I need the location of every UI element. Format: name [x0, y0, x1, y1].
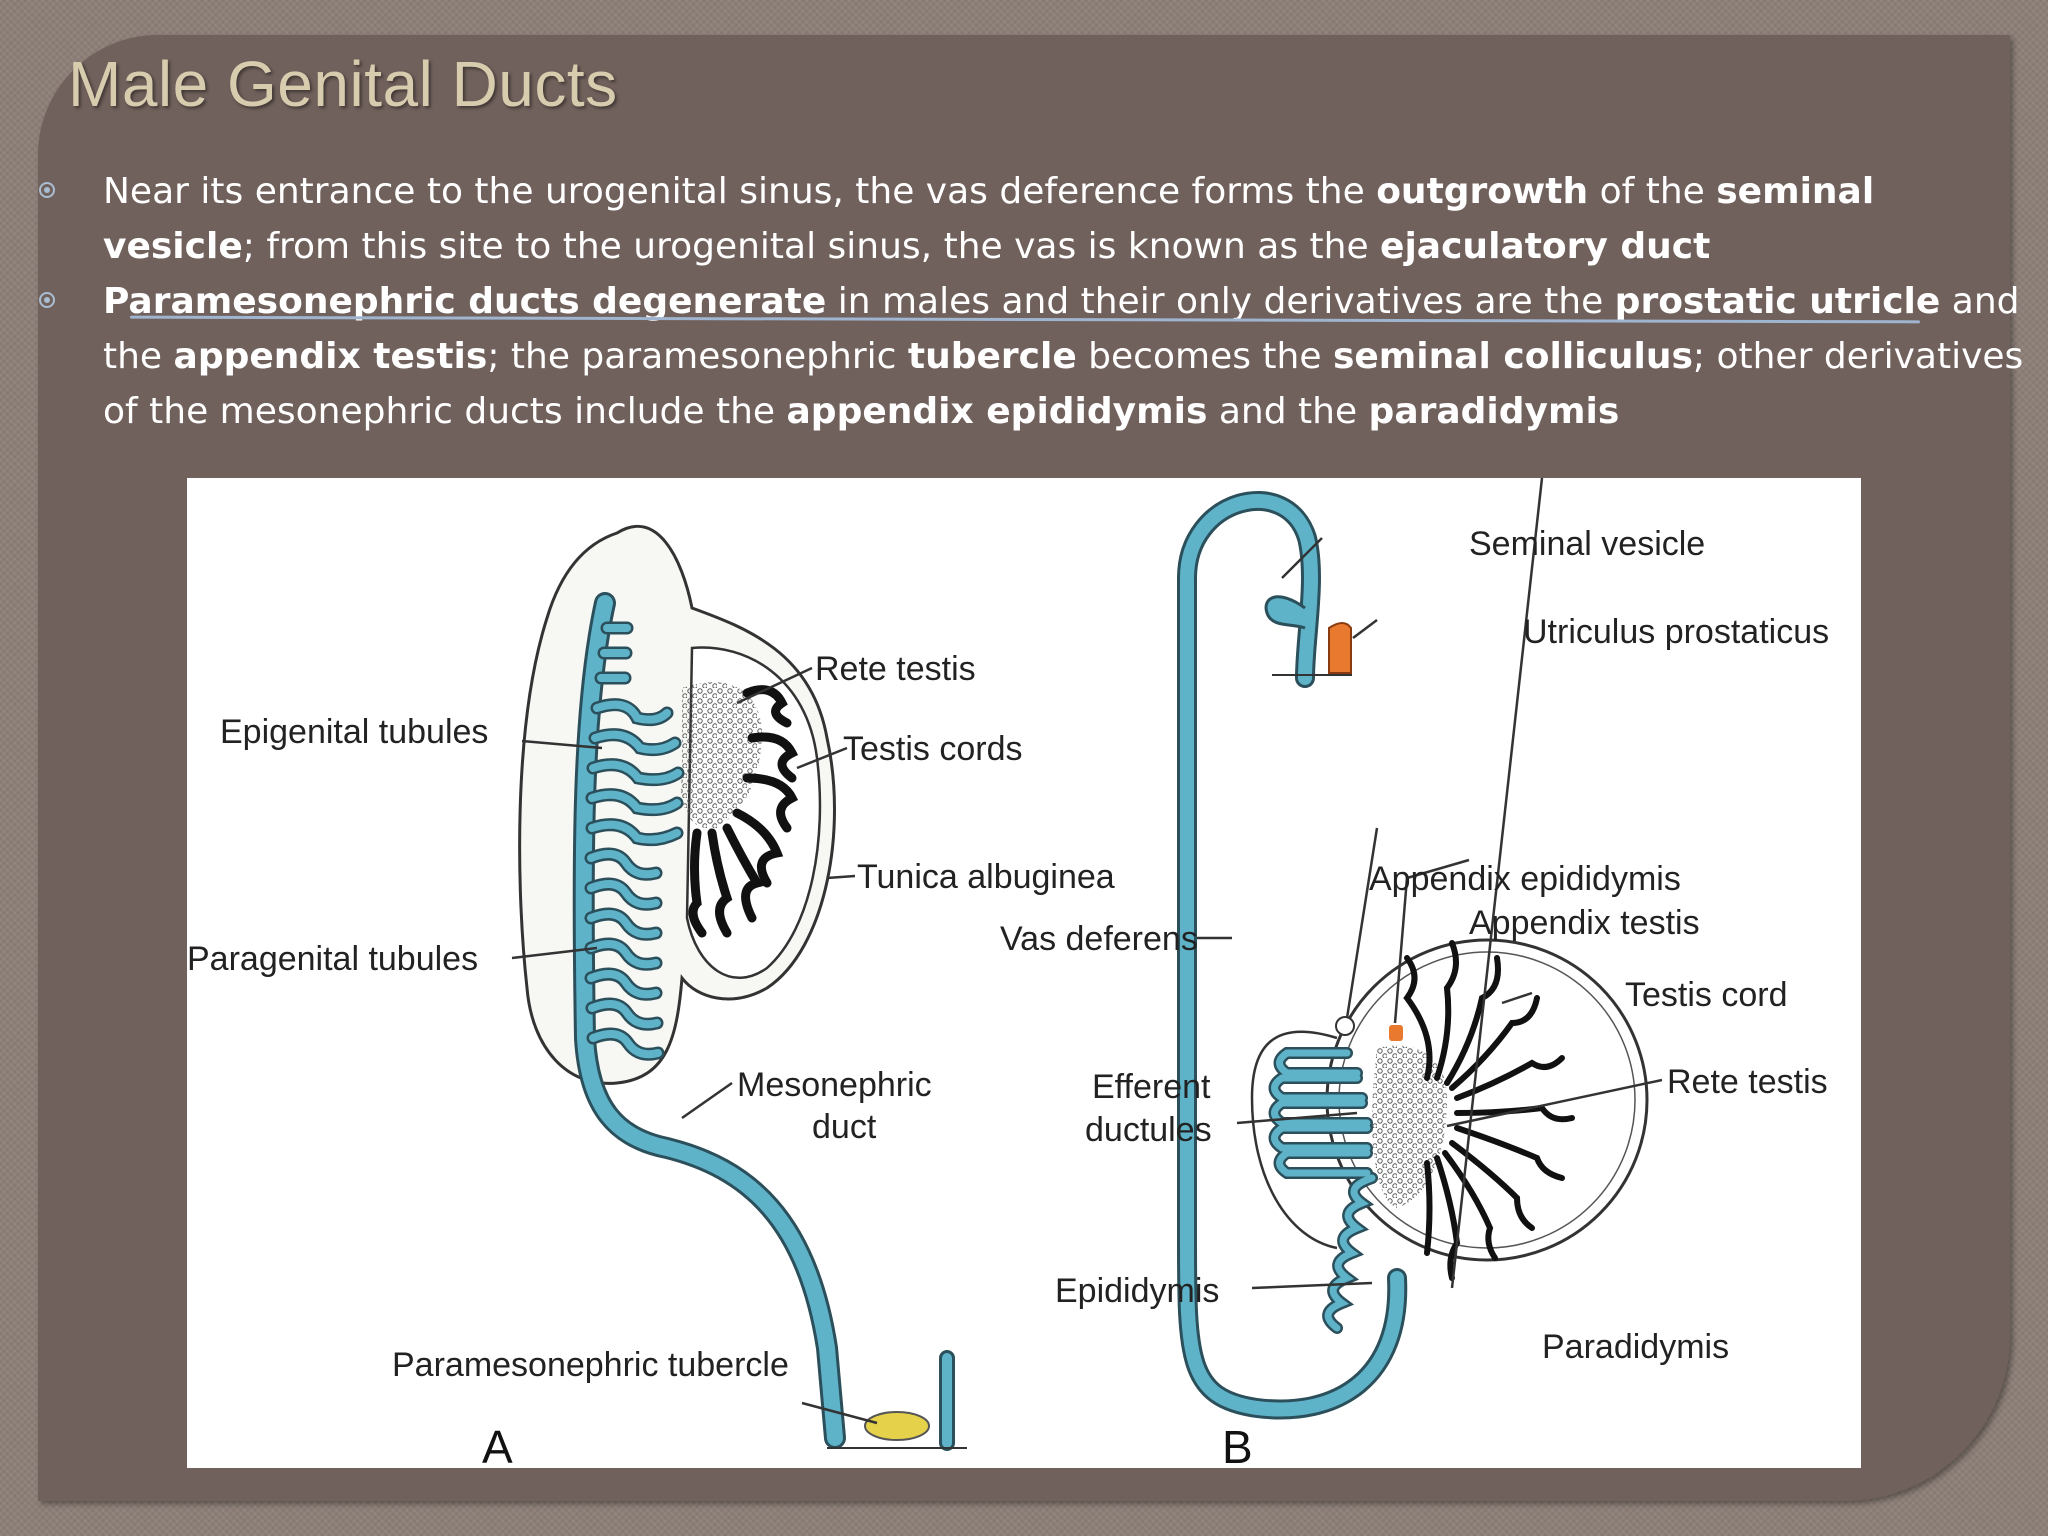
bullet-circle-icon [39, 292, 55, 308]
seminal-vesicle [1264, 595, 1306, 630]
text-run: becomes the [1076, 336, 1333, 377]
text-run: and [1940, 281, 2020, 322]
label-appendix-testis: Appendix testis [1469, 904, 1700, 942]
text-run: of the [1588, 171, 1717, 212]
label-vas-deferens: Vas deferens [1000, 920, 1198, 958]
bullet-line: Paramesonephric ducts degenerate in male… [103, 274, 2019, 329]
label-epididymis: Epididymis [1055, 1272, 1219, 1310]
label-rete-testis-b: Rete testis [1667, 1063, 1828, 1101]
bullet-circle-icon [39, 182, 55, 198]
panel-b-drawing [1177, 478, 1663, 1420]
slide-title: Male Genital Ducts [68, 48, 618, 120]
mesonephric-tubules [587, 624, 682, 1059]
label-paradidymis: Paradidymis [1542, 1328, 1729, 1366]
label-epigenital-tubules: Epigenital tubules [220, 713, 488, 751]
label-duct: duct [812, 1108, 877, 1146]
label-seminal-vesicle: Seminal vesicle [1469, 525, 1705, 563]
text-run: ; the paramesonephric [487, 336, 908, 377]
bold-term: outgrowth [1376, 171, 1589, 212]
appendix-epididymis-b [1335, 1016, 1355, 1036]
testis-cords-b [1403, 940, 1575, 1281]
text-run: ; other derivatives [1692, 336, 2024, 377]
text-run: and the [1207, 391, 1369, 432]
bullet-line: Near its entrance to the urogenital sinu… [103, 164, 2013, 219]
text-run: the [103, 336, 174, 377]
paramesonephric-tubercle [864, 1411, 930, 1441]
panel-a-drawing [511, 525, 967, 1451]
label-utriculus-prostaticus: Utriculus prostaticus [1523, 613, 1829, 651]
epididymis-outline [1250, 1030, 1338, 1250]
bold-term: seminal colliculus [1332, 336, 1693, 377]
label-rete-testis-a: Rete testis [815, 650, 976, 688]
bold-term: vesicle [103, 226, 243, 267]
label-efferent: Efferent [1092, 1068, 1211, 1106]
bold-term: ejaculatory duct [1380, 226, 1711, 267]
bullet-line: vesicle; from this site to the urogenita… [103, 219, 2013, 274]
label-paramesonephric-tubercle: Paramesonephric tubercle [392, 1346, 789, 1384]
bold-term: Paramesonephric ducts degenerate [103, 281, 827, 322]
bullet-line: the appendix testis; the paramesonephric… [103, 329, 2023, 384]
bullet-text: Near its entrance to the urogenital sinu… [103, 164, 2013, 274]
bullet-line: of the mesonephric ducts include the app… [103, 384, 2013, 439]
bold-term: prostatic utricle [1614, 281, 1941, 322]
efferent-ductules-epididymis [1271, 1049, 1376, 1332]
text-run: Near its entrance to the urogenital sinu… [103, 171, 1377, 212]
bold-term: appendix epididymis [786, 391, 1208, 432]
panel-letter-b: B [1222, 1421, 1253, 1468]
label-testis-cord: Testis cord [1625, 976, 1788, 1014]
mesonephric-duct [575, 595, 843, 1446]
bold-term: appendix testis [173, 336, 488, 377]
appendix-testis-b [1389, 1025, 1403, 1041]
label-tunica-albuginea: Tunica albuginea [857, 858, 1115, 896]
panel-letter-a: A [482, 1421, 513, 1468]
genital-ducts-diagram: Rete testis Epigenital tubules Testis co… [187, 478, 1829, 1468]
text-run: of the mesonephric ducts include the [103, 391, 787, 432]
bold-term: tubercle [907, 336, 1077, 377]
rete-dotted-area [681, 682, 762, 829]
label-testis-cords: Testis cords [843, 730, 1023, 768]
testis-cords-group [688, 685, 799, 938]
bold-term: paradidymis [1368, 391, 1620, 432]
text-run: in males and their only derivatives are … [826, 281, 1615, 322]
diagram-figure: Rete testis Epigenital tubules Testis co… [187, 478, 1861, 1468]
label-ductules: ductules [1085, 1111, 1212, 1149]
bold-term: seminal [1716, 171, 1875, 212]
label-appendix-epididymis: Appendix epididymis [1369, 860, 1681, 898]
label-mesonephric: Mesonephric [737, 1066, 932, 1104]
label-paragenital-tubules: Paragenital tubules [187, 940, 478, 978]
bullet-text: Paramesonephric ducts degenerate in male… [103, 274, 2023, 439]
utriculus-prostaticus [1328, 622, 1352, 674]
text-run: ; from this site to the urogenital sinus… [242, 226, 1381, 267]
